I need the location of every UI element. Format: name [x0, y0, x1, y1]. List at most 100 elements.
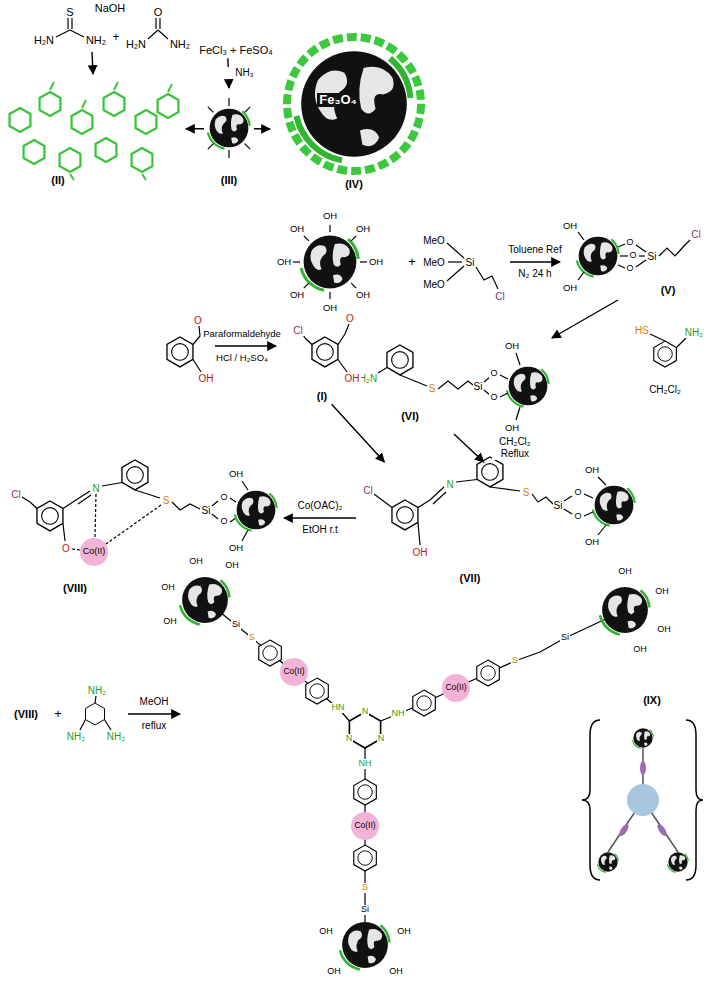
compound-ix-structure-part — [354, 779, 377, 805]
atom-label: OH — [388, 967, 404, 977]
aminothiophenol-structure-part — [650, 334, 686, 348]
salicylaldehyde-structure-part — [193, 326, 201, 372]
atom-label: Cl — [362, 485, 373, 496]
atom-label: O — [345, 313, 355, 324]
atom-label: S — [361, 883, 369, 893]
atom-label: NH₂ — [684, 327, 704, 338]
atom-label: Co(II) — [354, 821, 375, 830]
compound-vii-structure-part-part — [532, 494, 553, 504]
compound-label: FeCl₃ + FeSO₄ — [199, 44, 272, 57]
atom-label: O — [193, 315, 203, 326]
atom-label: OH — [326, 967, 342, 977]
atom-label: S — [522, 487, 531, 498]
atom-label: + — [111, 31, 120, 44]
starch-polymer-part — [10, 108, 31, 132]
reagent-structures-part — [155, 18, 156, 29]
atom-label: H₂N — [125, 38, 147, 50]
magnetite-core-part-part — [245, 144, 251, 150]
magnetite-core-part-part — [208, 107, 214, 113]
atom-label: OH — [396, 927, 412, 937]
compound-viii-structure-part-part — [135, 490, 160, 498]
compound-label: OH — [356, 290, 370, 301]
hydroxyl-sphere-part-part — [360, 261, 367, 262]
magnetite-core-part-part — [208, 144, 214, 150]
reaction-arrow — [510, 261, 560, 262]
coated-nanoparticle-part — [296, 51, 410, 160]
compound-viii-structure-part-part — [78, 495, 91, 504]
atom-label: OH — [584, 537, 600, 547]
compound-viii-structure-part-part — [242, 530, 248, 541]
compound-vi-structure-part — [387, 345, 413, 375]
atom-label: H₂N — [358, 373, 378, 384]
compound-label: (IX) — [643, 694, 661, 707]
atom-label: + — [407, 255, 417, 269]
compound-viii-structure — [22, 460, 277, 566]
atom-label: O — [573, 488, 582, 498]
atom-label: O — [489, 369, 498, 379]
compound-vii-structure — [374, 457, 635, 545]
compound-node: Fe₃O₄(IV) — [270, 34, 440, 192]
compound-vii-structure-part — [392, 500, 418, 530]
atom-label: S — [428, 383, 437, 394]
atom-label: O — [219, 493, 228, 503]
reaction-arrow — [552, 300, 618, 338]
compound-ix-structure-part — [180, 577, 229, 624]
starch-polymer-part-part — [82, 100, 86, 108]
atom-label: Si — [465, 257, 476, 268]
atom-label: OH — [228, 543, 244, 553]
compound-ix-structure-part — [351, 812, 379, 840]
compound-vii-structure-part-part — [374, 494, 392, 508]
schematic-inset-part — [618, 823, 631, 838]
compound-v-structure-part-part — [636, 245, 646, 252]
hydroxyl-sphere-part-part — [304, 283, 309, 288]
compound-vii-structure-part-part — [564, 509, 572, 514]
compound-vi-structure — [378, 345, 549, 420]
atom-label: Si — [360, 905, 370, 915]
compound-v-structure-part-part — [618, 244, 625, 247]
compound-vi-structure-part-part — [378, 368, 387, 374]
reagent-structures-part — [148, 30, 158, 39]
reaction-conditions: CH₂Cl₂ Reflux — [492, 436, 538, 460]
atom-label: Si — [231, 620, 241, 630]
schematic-inset-part — [582, 720, 600, 880]
silane-structure-part — [448, 261, 462, 262]
hydroxyl-sphere-part — [293, 225, 367, 299]
hydroxyl-sphere-part-part — [351, 236, 356, 241]
compound-viii-structure-part — [80, 538, 108, 566]
atom-label: NH — [358, 759, 373, 769]
atom-label: MeO — [422, 235, 446, 246]
salicylaldehyde-structure-part-part — [193, 326, 200, 345]
hydroxyl-sphere-part-part — [329, 225, 330, 232]
atom-label: Cl — [494, 291, 505, 302]
atom-label: Si — [560, 633, 570, 643]
compound-ix-structure-part — [413, 690, 436, 716]
reaction-conditions: Co(OAC)₂ EtOH r.t — [290, 494, 350, 542]
starch-polymer-part-part — [70, 174, 74, 180]
compound-vi-structure-part-part — [438, 381, 473, 389]
salicylaldehyde-structure-part-part — [193, 360, 201, 373]
compound-viii-structure-part-part-part — [72, 549, 80, 550]
compound-viii-structure-part — [37, 501, 63, 531]
reagent-structures-part — [159, 18, 160, 29]
atom-label: MeO — [422, 257, 446, 268]
compound-viii-structure-part-part — [230, 498, 236, 502]
melamine-structure-part-part — [80, 720, 86, 731]
coated-nanoparticle-part — [287, 37, 421, 171]
compound-ix-structure-part — [354, 845, 377, 871]
starch-polymer-part — [158, 94, 179, 118]
compound-vi-structure-part-part — [516, 407, 520, 420]
compound-vi-structure-part-part — [500, 375, 508, 379]
compound-viii-structure-part — [22, 481, 248, 550]
compound-viii-structure-part-part — [63, 491, 90, 509]
silane-structure-part — [447, 243, 464, 258]
compound-vi-structure-part-part — [400, 375, 427, 386]
compound-label: OH — [369, 257, 383, 268]
schematic-inset — [582, 720, 703, 880]
starch-polymer-part-part — [142, 174, 146, 180]
atom-label: N — [361, 707, 370, 717]
compound-node: FeCl₃ + FeSO₄ — [195, 42, 276, 59]
atom-label: MeO — [422, 279, 446, 290]
compound-v-structure — [577, 232, 690, 280]
hydroxyl-sphere-part-part — [304, 236, 309, 241]
